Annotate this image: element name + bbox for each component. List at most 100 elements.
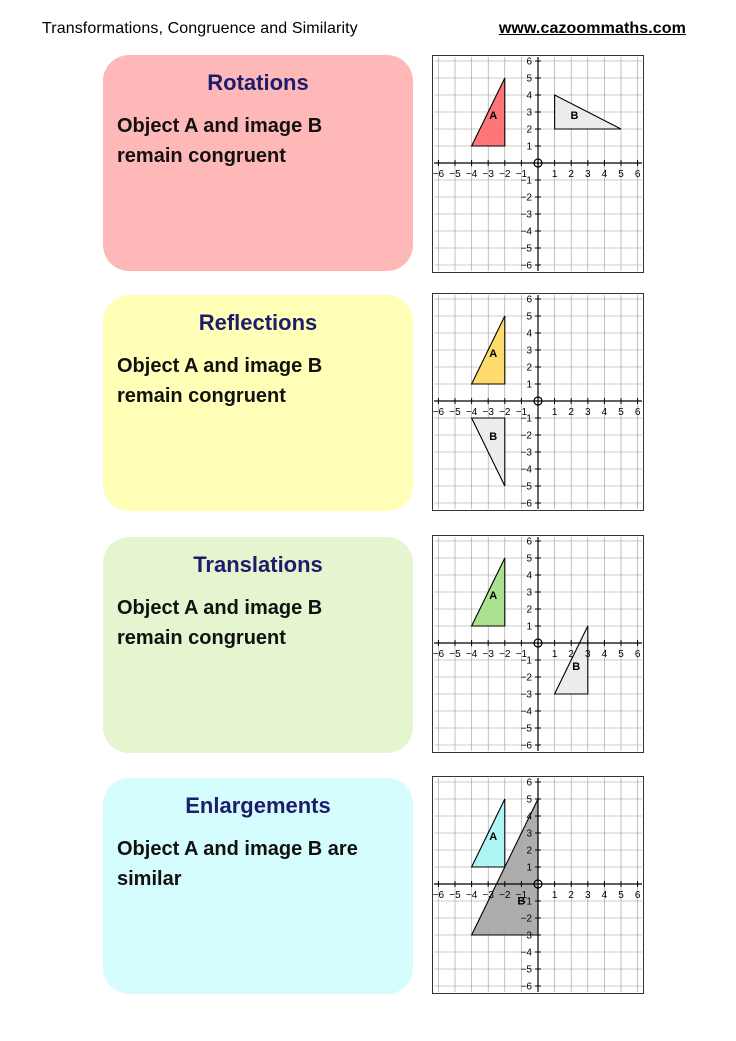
y-tick-label: −5 (521, 724, 533, 735)
y-tick-label: −1 (521, 414, 533, 425)
x-tick-label: 6 (635, 169, 641, 180)
triangle-label: A (489, 348, 497, 360)
x-tick-label: −6 (433, 407, 445, 418)
card-title: Enlargements (185, 793, 331, 818)
card-description: Object A and image B remain congruent (117, 355, 323, 407)
x-tick-label: −3 (482, 649, 494, 660)
y-tick-label: −5 (521, 965, 533, 976)
y-tick-label: 5 (526, 554, 532, 565)
worksheet-title: Transformations, Congruence and Similari… (42, 20, 358, 37)
x-tick-label: −2 (499, 890, 511, 901)
y-tick-label: 2 (526, 363, 532, 374)
x-tick-label: −3 (482, 407, 494, 418)
y-tick-label: −4 (521, 707, 533, 718)
y-tick-label: −1 (521, 897, 533, 908)
x-tick-label: −5 (449, 407, 461, 418)
triangle-a (470, 798, 506, 868)
x-tick-label: −4 (466, 890, 478, 901)
card-description: Object A and image B remain congruent (117, 115, 323, 167)
y-tick-label: 6 (526, 778, 532, 789)
triangle-a (470, 315, 506, 385)
x-tick-label: 2 (568, 407, 574, 418)
origin-marker (533, 638, 543, 648)
y-tick-label: 4 (526, 329, 532, 340)
y-tick-label: −6 (521, 741, 533, 752)
y-tick-label: −3 (521, 931, 533, 942)
card-description: Object A and image B remain congruent (117, 597, 323, 649)
y-tick-label: 3 (526, 829, 532, 840)
y-tick-label: −6 (521, 982, 533, 993)
x-tick-label: 1 (552, 169, 558, 180)
y-tick-label: 3 (526, 346, 532, 357)
y-tick-label: 5 (526, 312, 532, 323)
x-tick-label: 5 (618, 169, 624, 180)
x-tick-label: 1 (552, 649, 558, 660)
x-tick-label: 1 (552, 407, 558, 418)
y-tick-label: −4 (521, 948, 533, 959)
triangle-label: B (489, 431, 497, 443)
x-tick-label: −4 (466, 649, 478, 660)
x-tick-label: −3 (482, 169, 494, 180)
x-tick-label: 2 (568, 890, 574, 901)
origin-marker (533, 396, 543, 406)
y-tick-label: 2 (526, 125, 532, 136)
triangle-a (470, 557, 506, 627)
x-tick-label: −2 (499, 169, 511, 180)
x-tick-label: −1 (516, 890, 528, 901)
y-tick-label: −6 (521, 261, 533, 272)
y-tick-label: −2 (521, 914, 533, 925)
x-tick-label: −2 (499, 649, 511, 660)
triangle-label: B (571, 110, 579, 122)
x-tick-label: 5 (618, 649, 624, 660)
x-tick-label: 6 (635, 890, 641, 901)
card-description: Object A and image B are similar (117, 838, 358, 890)
triangle-label: B (517, 895, 525, 907)
x-tick-label: −5 (449, 169, 461, 180)
triangle-a (470, 77, 506, 147)
triangle-label: B (572, 661, 580, 673)
x-tick-label: −5 (449, 890, 461, 901)
y-tick-label: 4 (526, 812, 532, 823)
y-tick-label: 1 (526, 622, 532, 633)
origin-marker (533, 879, 543, 889)
y-tick-label: 3 (526, 108, 532, 119)
y-tick-label: −3 (521, 210, 533, 221)
card-title: Reflections (198, 310, 318, 335)
y-tick-label: −2 (521, 193, 533, 204)
x-tick-label: −5 (449, 649, 461, 660)
y-tick-label: 1 (526, 380, 532, 391)
card-title: Rotations (207, 70, 309, 95)
x-tick-label: 6 (635, 649, 641, 660)
x-tick-label: 3 (585, 890, 591, 901)
x-tick-label: −6 (433, 649, 445, 660)
x-tick-label: 4 (602, 169, 608, 180)
x-tick-label: 4 (602, 649, 608, 660)
y-tick-label: −4 (521, 227, 533, 238)
y-tick-label: 3 (526, 588, 532, 599)
y-tick-label: −4 (521, 465, 533, 476)
website-link[interactable]: www.cazoommaths.com (498, 20, 686, 37)
triangle-label: A (489, 110, 497, 122)
y-tick-label: −5 (521, 244, 533, 255)
x-tick-label: 3 (585, 407, 591, 418)
triangle-b (553, 625, 589, 695)
y-tick-label: 1 (526, 863, 532, 874)
y-tick-label: 5 (526, 74, 532, 85)
y-tick-label: 6 (526, 537, 532, 548)
x-tick-label: 2 (568, 649, 574, 660)
x-tick-label: −3 (482, 890, 494, 901)
x-tick-label: −6 (433, 169, 445, 180)
y-tick-label: 2 (526, 846, 532, 857)
y-tick-label: 4 (526, 91, 532, 102)
